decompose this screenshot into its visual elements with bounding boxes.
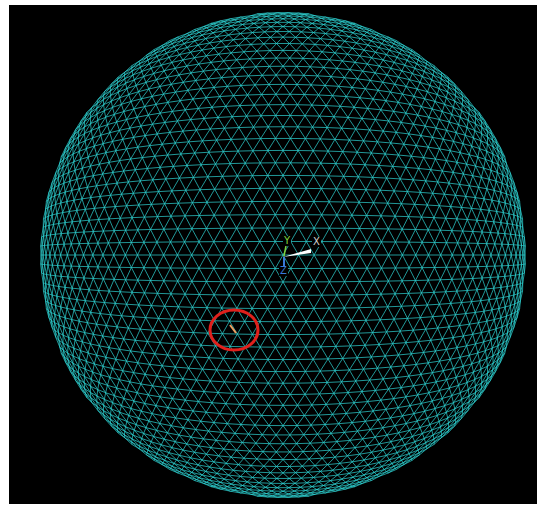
highlighted-member xyxy=(230,325,236,333)
axis-label: Z xyxy=(279,266,288,276)
y-axis xyxy=(284,246,286,256)
dome-lattice xyxy=(41,13,526,498)
lattice-members xyxy=(41,13,526,498)
x-axis xyxy=(283,249,311,257)
axis-label: Y xyxy=(283,236,291,246)
axis-label: X xyxy=(312,237,321,247)
view-background xyxy=(9,5,537,504)
highlight-circle xyxy=(210,310,258,350)
